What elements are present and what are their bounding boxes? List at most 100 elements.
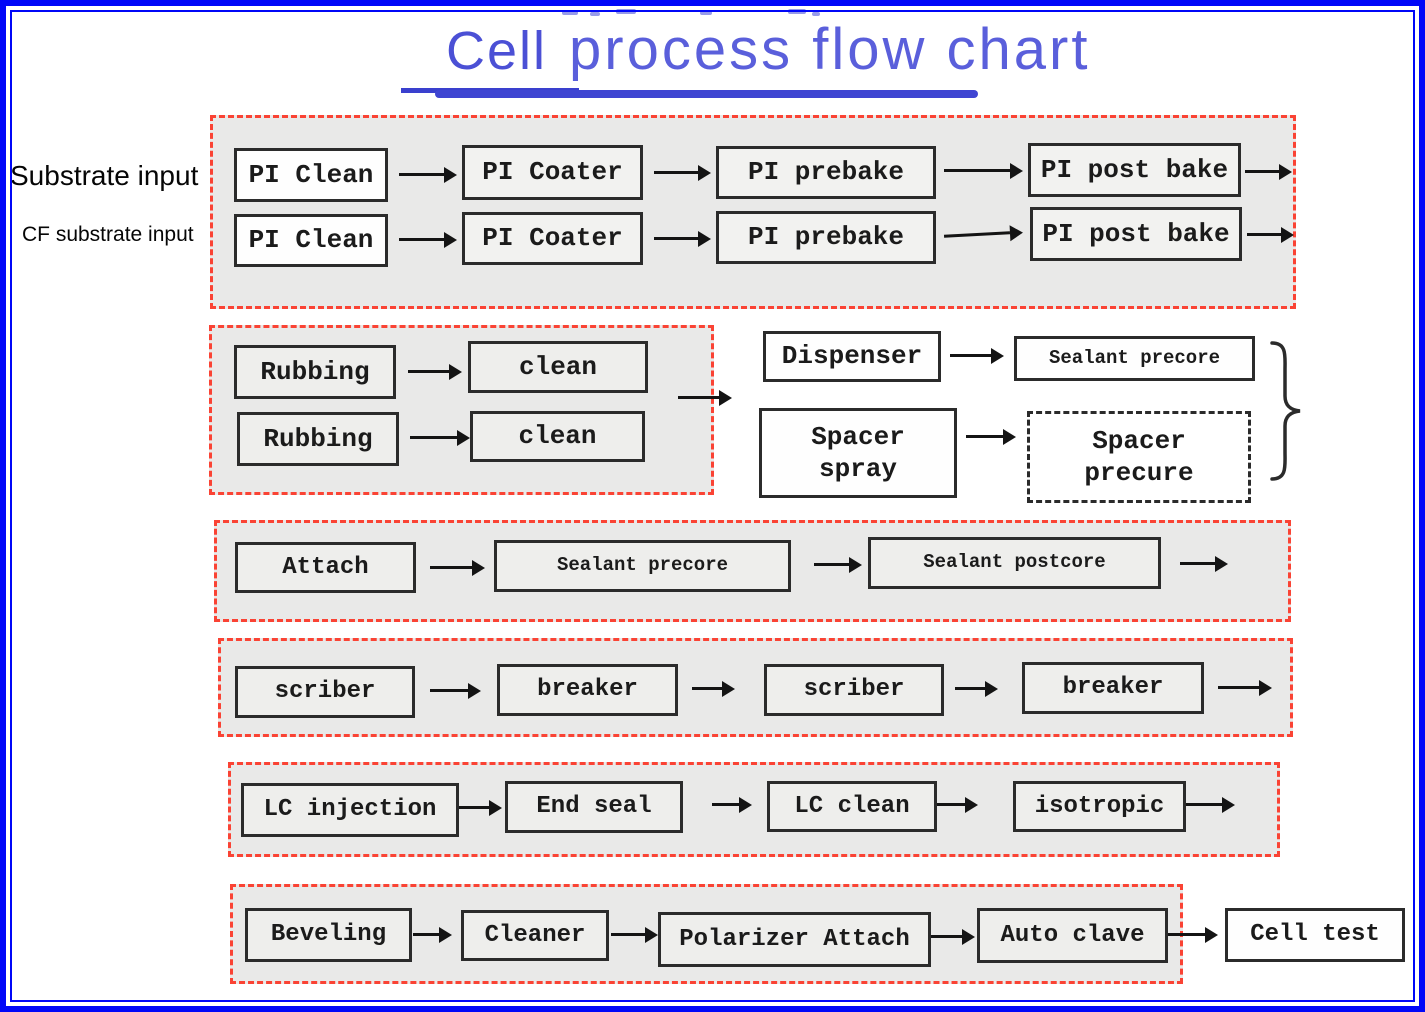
box-label-line2: precure [1084,458,1194,488]
flow-arrow-section-exit [1218,679,1272,696]
box-label: Attach [282,553,369,581]
closing-brace-icon [1270,341,1301,481]
process-box-attach: Attach [235,542,416,593]
title-word-cell: Cell [446,21,548,81]
flow-arrow [1247,226,1294,243]
flow-arrow-section-exit [678,389,732,406]
box-label: PI post bake [1042,218,1230,249]
box-label: Cell test [1250,921,1380,948]
flow-arrow [814,556,862,573]
flow-arrow [410,429,470,446]
process-box-pi-clean: PI Clean [234,148,388,202]
box-label: PI prebake [747,157,905,188]
process-box-pi-clean: PI Clean [234,214,388,267]
process-box-pi-prebake: PI prebake [716,146,936,199]
flow-arrow [1245,163,1292,180]
flow-arrow [712,796,752,813]
flow-arrow [1180,555,1228,572]
box-label-line1: Spacer [811,421,905,452]
box-label: Rubbing [260,356,370,387]
cropped-text-artifact [616,9,636,14]
box-label: isotropic [1034,792,1165,820]
box-label: PI Clean [248,225,374,256]
cropped-text-artifact [590,12,600,16]
process-box-beveling: Beveling [245,908,412,962]
process-box-spacer-precure: Spacer precure [1027,411,1251,503]
process-box-pi-post-bake: PI post bake [1028,143,1241,197]
box-label: PI Coater [482,223,623,254]
process-box-pi-prebake: PI prebake [716,211,936,264]
flow-arrow [399,231,457,248]
process-box-rubbing: Rubbing [234,345,396,399]
process-box-sealant-postcure: Sealant postcore [868,537,1161,589]
box-label: Dispenser [781,341,923,372]
box-label-line1: Spacer [1092,425,1186,456]
box-label: Cleaner [484,921,586,949]
label-cf-substrate-input: CF substrate input [22,223,194,246]
flow-arrow [931,928,975,945]
process-box-pi-post-bake: PI post bake [1030,207,1242,261]
flow-arrow [955,680,998,697]
process-box-lc-clean: LC clean [767,781,937,832]
label-substrate-input: Substrate input [10,160,199,191]
flow-arrow [399,166,457,183]
process-box-rubbing: Rubbing [237,412,399,466]
process-box-auto-clave: Auto clave [977,908,1168,963]
process-box-isotropic: isotropic [1013,781,1186,832]
box-label: Beveling [270,921,387,948]
process-box-scriber: scriber [764,664,944,716]
cropped-text-artifact [788,9,806,14]
process-box-breaker: breaker [497,664,678,716]
title-underline-long [435,90,978,98]
flow-arrow-section-exit [1168,926,1218,943]
flow-arrow [937,796,978,813]
flow-arrow [611,926,658,943]
process-box-cleaner: Cleaner [461,910,609,961]
box-label: PI prebake [747,222,905,253]
box-label: clean [518,421,597,452]
box-label: LC clean [794,792,910,820]
flow-arrow [413,926,452,943]
flow-arrow [408,363,462,380]
process-box-lc-injection: LC injection [241,783,459,837]
box-label: LC injection [263,796,437,823]
box-label: End seal [536,793,652,820]
box-label-line2: spray [818,454,897,484]
process-box-sealant-precure: Sealant precore [494,540,791,592]
flow-arrow [654,164,711,181]
box-label: PI Clean [248,159,374,190]
flow-arrow [944,162,1023,179]
box-label: Rubbing [263,423,373,454]
flow-arrow [692,680,735,697]
process-box-dispenser: Dispenser [763,331,941,382]
title-words-rest: process flow chart [569,17,1091,82]
box-label: scriber [803,676,905,703]
flow-arrow [459,799,502,816]
process-box-scriber: scriber [235,666,415,718]
cropped-text-artifact [812,12,820,16]
flow-arrow [430,559,485,576]
box-label: Sealant precore [1048,346,1221,369]
process-box-clean: clean [470,411,645,462]
process-box-cell-test: Cell test [1225,908,1405,962]
process-box-breaker: breaker [1022,662,1204,714]
box-label: Polarizer Attach [679,925,910,953]
process-box-polarizer-attach: Polarizer Attach [658,912,931,967]
flow-arrow [966,428,1016,445]
box-label: scriber [274,678,376,705]
box-label: clean [518,351,597,382]
flow-arrow [1186,796,1235,813]
flow-arrow [430,682,481,699]
box-label: breaker [537,676,638,703]
cropped-text-artifact [562,10,578,15]
flow-arrow [654,230,711,247]
flow-arrow [950,347,1004,364]
process-box-sealant-precure: Sealant precore [1014,336,1255,381]
process-box-end-seal: End seal [505,781,683,833]
box-label: Sealant precore [556,554,729,577]
box-label: breaker [1062,674,1164,701]
page-title: Cell process flow chart [446,16,1090,83]
box-label: PI Coater [482,157,623,188]
cropped-text-artifact [700,11,712,15]
